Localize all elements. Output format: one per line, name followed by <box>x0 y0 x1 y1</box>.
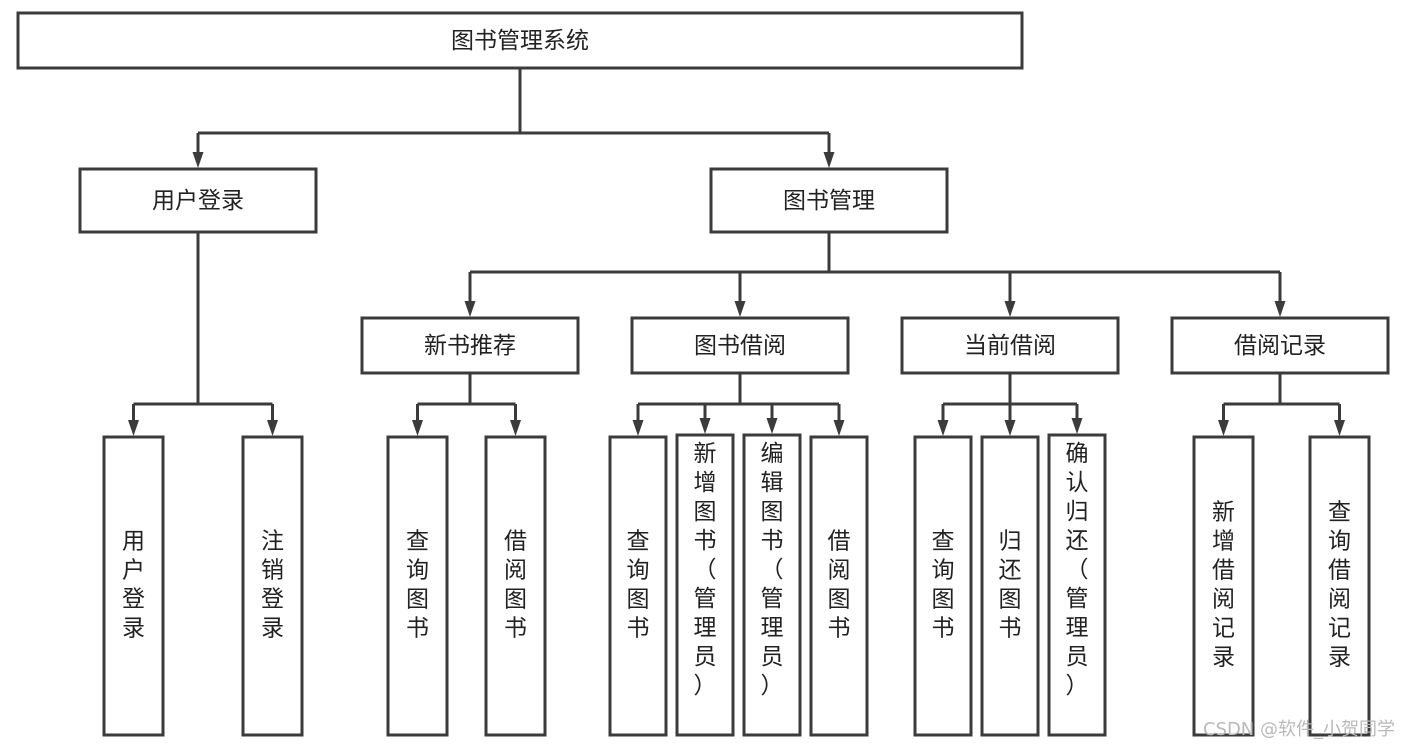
node-box-current-borrow[interactable] <box>900 316 1120 375</box>
node-box-leaf-borrow-book-rec[interactable] <box>484 435 547 737</box>
node-label-leaf-confirm-return: 确认归还（管理员） <box>1066 441 1089 699</box>
edge-arrowhead <box>699 418 711 434</box>
node-box-leaf-user-login[interactable] <box>102 435 165 737</box>
node-label-leaf-query-book-c: 查询图书 <box>932 529 955 642</box>
node-leaf-borrow-book-rec[interactable]: 借阅图书 <box>484 435 547 737</box>
edge-arrowhead <box>464 301 476 317</box>
edge-arrowhead <box>766 418 778 434</box>
node-label-book-borrow: 图书借阅 <box>694 333 786 359</box>
edge-arrowhead <box>632 420 644 436</box>
node-leaf-user-login[interactable]: 用户登录 <box>102 435 165 737</box>
edge-arrowhead <box>412 420 423 436</box>
node-label-root: 图书管理系统 <box>451 28 589 54</box>
node-label-leaf-edit-book: 编辑图书（管理员） <box>761 441 784 699</box>
edge-layer <box>128 68 1345 436</box>
node-label-leaf-user-login: 用户登录 <box>122 529 145 642</box>
edge-arrowhead <box>192 152 204 168</box>
node-current-borrow[interactable]: 当前借阅 <box>900 316 1120 375</box>
edge-arrowhead <box>1004 420 1016 436</box>
node-box-leaf-logout[interactable] <box>241 435 304 737</box>
node-label-leaf-query-book-rec: 查询图书 <box>406 529 429 642</box>
node-leaf-borrow-book-b[interactable]: 借阅图书 <box>809 435 869 737</box>
node-leaf-add-record[interactable]: 新增借阅记录 <box>1192 435 1255 737</box>
node-label-book-manage: 图书管理 <box>783 188 875 214</box>
node-box-book-borrow[interactable] <box>630 316 850 375</box>
node-box-leaf-edit-book[interactable] <box>742 433 802 737</box>
node-leaf-return-book[interactable]: 归还图书 <box>980 435 1040 737</box>
node-root[interactable]: 图书管理系统 <box>16 11 1024 70</box>
node-leaf-query-book-c[interactable]: 查询图书 <box>913 435 973 737</box>
node-book-borrow[interactable]: 图书借阅 <box>630 316 850 375</box>
node-box-leaf-add-record[interactable] <box>1192 435 1255 737</box>
node-box-leaf-confirm-return[interactable] <box>1047 433 1107 737</box>
node-user-login[interactable]: 用户登录 <box>78 167 318 234</box>
node-label-leaf-add-book: 新增图书（管理员） <box>694 441 717 699</box>
node-borrow-record[interactable]: 借阅记录 <box>1170 316 1390 375</box>
node-label-user-login: 用户登录 <box>152 188 244 214</box>
node-label-leaf-add-record: 新增借阅记录 <box>1212 500 1235 671</box>
node-box-leaf-query-book-c[interactable] <box>913 435 973 737</box>
node-label-leaf-return-book: 归还图书 <box>999 529 1022 642</box>
node-leaf-confirm-return[interactable]: 确认归还（管理员） <box>1047 433 1107 737</box>
node-label-current-borrow: 当前借阅 <box>964 333 1056 359</box>
node-layer: 图书管理系统用户登录图书管理新书推荐图书借阅当前借阅借阅记录用户登录注销登录查询… <box>16 11 1390 737</box>
node-box-leaf-query-book-rec[interactable] <box>386 435 449 737</box>
node-box-book-manage[interactable] <box>709 167 949 234</box>
node-leaf-logout[interactable]: 注销登录 <box>241 435 304 737</box>
node-box-leaf-borrow-book-b[interactable] <box>809 435 869 737</box>
node-label-new-book-rec: 新书推荐 <box>424 333 516 359</box>
node-box-root[interactable] <box>16 11 1024 70</box>
node-leaf-query-book-b[interactable]: 查询图书 <box>608 435 668 737</box>
node-box-new-book-rec[interactable] <box>360 316 580 375</box>
node-leaf-edit-book[interactable]: 编辑图书（管理员） <box>742 433 802 737</box>
node-box-leaf-return-book[interactable] <box>980 435 1040 737</box>
node-label-leaf-logout: 注销登录 <box>261 529 284 642</box>
node-label-leaf-query-record: 查询借阅记录 <box>1328 500 1351 671</box>
node-leaf-query-record[interactable]: 查询借阅记录 <box>1308 435 1371 737</box>
edge-arrowhead <box>1004 301 1016 317</box>
node-leaf-add-book[interactable]: 新增图书（管理员） <box>675 433 735 737</box>
node-box-leaf-add-book[interactable] <box>675 433 735 737</box>
node-label-leaf-borrow-book-b: 借阅图书 <box>828 529 851 642</box>
node-label-borrow-record: 借阅记录 <box>1234 333 1326 359</box>
edge-arrowhead <box>267 420 278 436</box>
edge-arrowhead <box>510 420 521 436</box>
edge-arrowhead <box>1334 420 1345 436</box>
node-leaf-query-book-rec[interactable]: 查询图书 <box>386 435 449 737</box>
edge-arrowhead <box>833 420 845 436</box>
node-label-leaf-borrow-book-rec: 借阅图书 <box>504 529 527 642</box>
edge-arrowhead <box>1274 301 1286 317</box>
edge-arrowhead <box>823 152 835 168</box>
node-book-manage[interactable]: 图书管理 <box>709 167 949 234</box>
node-box-borrow-record[interactable] <box>1170 316 1390 375</box>
edge-arrowhead <box>1071 418 1083 434</box>
edge-arrowhead <box>937 420 949 436</box>
node-new-book-rec[interactable]: 新书推荐 <box>360 316 580 375</box>
edge-arrowhead <box>1218 420 1229 436</box>
node-box-leaf-query-book-b[interactable] <box>608 435 668 737</box>
edge-arrowhead <box>734 301 746 317</box>
node-box-user-login[interactable] <box>78 167 318 234</box>
node-label-leaf-query-book-b: 查询图书 <box>627 529 650 642</box>
node-box-leaf-query-record[interactable] <box>1308 435 1371 737</box>
edge-arrowhead <box>128 420 139 436</box>
